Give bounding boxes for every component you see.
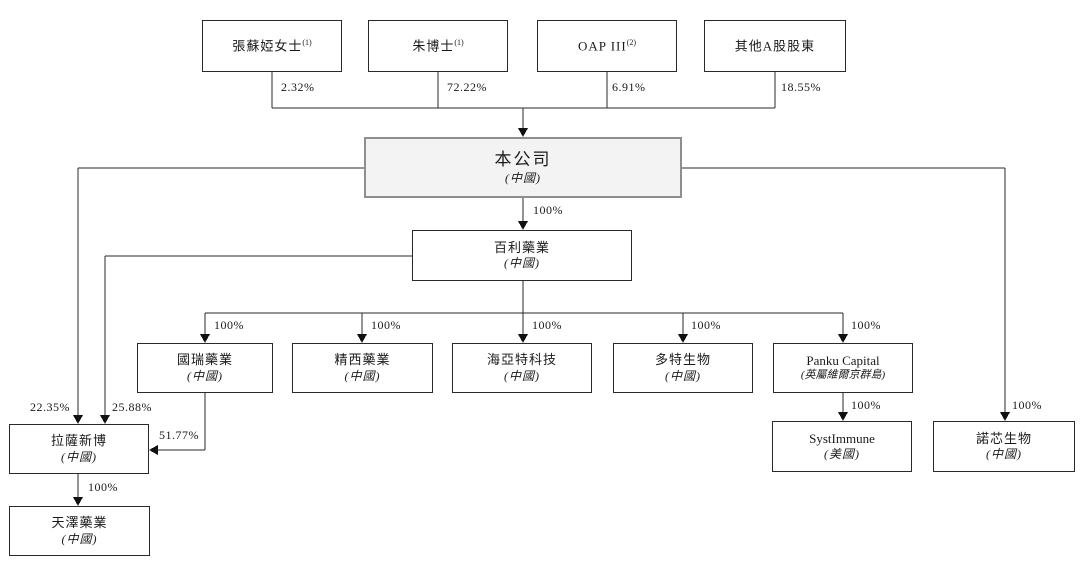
box-tianze-pharma: 天澤藥業 (中國) xyxy=(9,506,150,556)
box-panku-capital: Panku Capital (英屬維爾京群島) xyxy=(773,343,913,393)
pct-other-a-shareholders: 18.55% xyxy=(781,80,821,94)
pct-baili-to-duote: 100% xyxy=(691,318,721,332)
guorui-country: (中國) xyxy=(187,368,223,383)
pct-company-to-baili: 100% xyxy=(533,203,563,217)
box-nuoxin-bio: 諾芯生物 (中國) xyxy=(933,421,1075,472)
shareholder-name-text: OAP III xyxy=(577,38,627,54)
edge-shareholders-to-company xyxy=(271,72,776,137)
box-other-a-shareholders: 其他A股股東 xyxy=(704,20,846,72)
pct-oap-iii: 6.91% xyxy=(612,80,646,94)
footnote-sup: (1) xyxy=(454,37,464,47)
jingxi-country: (中國) xyxy=(344,368,381,383)
box-oap-iii: OAP III(2) xyxy=(537,20,677,72)
box-lasa-xinbo: 拉薩新博 (中國) xyxy=(9,424,149,474)
edge-baili-to-lasa xyxy=(100,255,412,424)
pct-baili-to-guorui: 100% xyxy=(214,318,244,332)
shareholder-name-text: 朱博士 xyxy=(412,38,455,54)
pct-panku-to-systimmune: 100% xyxy=(851,398,881,412)
pct-baili-to-haiyate: 100% xyxy=(532,318,562,332)
baili-name: 百利藥業 xyxy=(493,239,550,255)
pct-guorui-to-lasa: 51.77% xyxy=(159,428,199,442)
box-jingxi-pharma: 精西藥業 (中國) xyxy=(292,343,433,393)
shareholder-name: 朱博士(1) xyxy=(412,38,463,55)
pct-company-to-nuoxin: 100% xyxy=(1012,398,1042,412)
jingxi-name: 精西藥業 xyxy=(334,352,391,368)
box-zhu-doctor: 朱博士(1) xyxy=(368,20,508,72)
pct-zhu-doctor: 72.22% xyxy=(447,80,487,94)
shareholder-name-text: 張蘇婭女士 xyxy=(232,38,303,54)
company-country: (中國) xyxy=(505,170,541,185)
duote-country: (中國) xyxy=(665,368,701,383)
edge-guorui-to-lasa xyxy=(149,393,206,455)
edge-company-to-baili xyxy=(518,198,528,230)
edge-lasa-to-tianze xyxy=(73,474,83,506)
tianze-name: 天澤藥業 xyxy=(51,515,108,531)
systimmune-country: (美國) xyxy=(824,447,860,462)
systimmune-name: SystImmune xyxy=(809,430,875,446)
company-name: 本公司 xyxy=(494,150,552,170)
haiyate-name: 海亞特科技 xyxy=(486,352,557,368)
edge-panku-to-systimmune xyxy=(838,393,848,421)
guorui-name: 國瑞藥業 xyxy=(176,352,233,368)
box-company: 本公司 (中國) xyxy=(364,137,682,198)
baili-country: (中國) xyxy=(504,256,540,271)
pct-baili-to-panku: 100% xyxy=(851,318,881,332)
nuoxin-name: 諾芯生物 xyxy=(975,430,1032,446)
lasa-name: 拉薩新博 xyxy=(50,433,107,449)
lasa-country: (中國) xyxy=(61,449,97,464)
footnote-sup: (1) xyxy=(302,37,312,47)
footnote-sup: (2) xyxy=(626,37,637,47)
haiyate-country: (中國) xyxy=(504,368,540,383)
box-systimmune: SystImmune (美國) xyxy=(772,421,912,472)
shareholder-name-text: 其他A股股東 xyxy=(734,38,816,54)
box-zhang-suya: 張蘇婭女士(1) xyxy=(202,20,342,72)
pct-baili-to-jingxi: 100% xyxy=(371,318,401,332)
box-baili-pharma: 百利藥業 (中國) xyxy=(412,230,632,281)
tianze-country: (中國) xyxy=(61,531,98,546)
box-duote-bio: 多特生物 (中國) xyxy=(613,343,753,393)
shareholder-name: 張蘇婭女士(1) xyxy=(232,38,311,55)
edge-baili-to-subsidiaries xyxy=(200,281,848,343)
nuoxin-country: (中國) xyxy=(986,447,1022,462)
shareholder-name: OAP III(2) xyxy=(578,38,636,55)
box-haiyate-tech: 海亞特科技 (中國) xyxy=(452,343,592,393)
panku-country: (英屬維爾京群島) xyxy=(800,369,886,382)
pct-lasa-to-tianze: 100% xyxy=(88,480,118,494)
duote-name: 多特生物 xyxy=(654,352,711,368)
pct-company-to-lasa: 22.35% xyxy=(30,400,70,414)
shareholder-name: 其他A股股東 xyxy=(735,38,815,55)
box-guorui-pharma: 國瑞藥業 (中國) xyxy=(137,343,273,393)
pct-zhang-suya: 2.32% xyxy=(281,80,315,94)
pct-baili-to-lasa: 25.88% xyxy=(112,400,152,414)
panku-name: Panku Capital xyxy=(806,353,880,368)
